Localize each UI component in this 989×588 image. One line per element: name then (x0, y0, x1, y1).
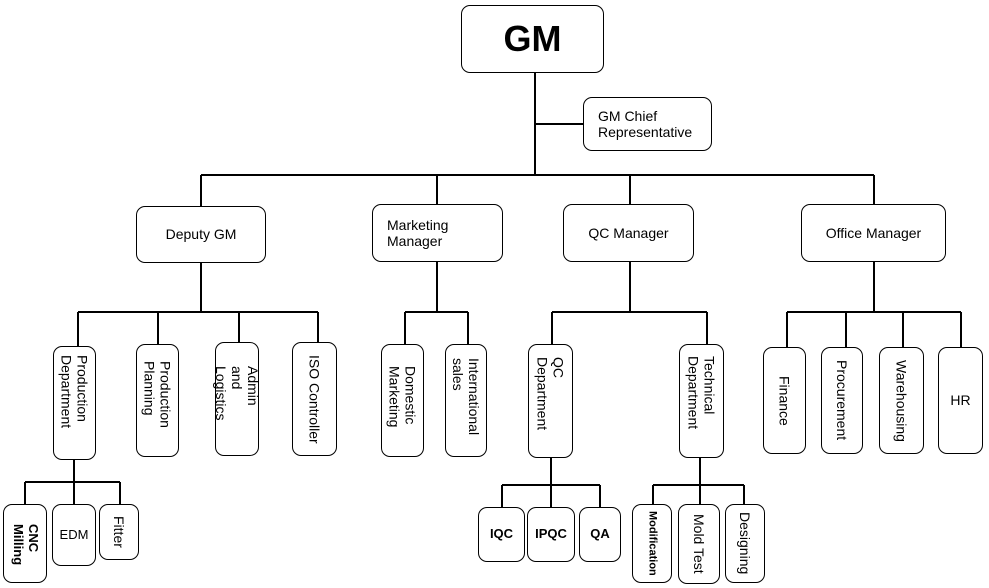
node-modification: Modification (632, 504, 672, 583)
node-procurement: Procurement (821, 347, 863, 454)
node-technical-department: Technical Department (679, 344, 724, 458)
node-qc-manager: QC Manager (563, 204, 694, 262)
node-finance: Finance (763, 347, 806, 454)
node-fitter-label: Fitter (111, 516, 128, 548)
node-iso-controller: ISO Controller (292, 342, 337, 456)
node-admin-and-logistics: Admin and Logistics (212, 342, 262, 456)
node-designing: Designing (725, 504, 765, 583)
node-qa: QA (579, 507, 621, 562)
node-marketing-manager: Marketing Manager (372, 204, 503, 262)
node-production-planning-label: Production Planning (141, 360, 174, 428)
node-international-sales-label: International sales (450, 357, 483, 435)
node-mold-test: Mold Test (678, 504, 720, 584)
node-deputy-gm: Deputy GM (136, 206, 266, 263)
node-iqc-label: IQC (489, 526, 514, 542)
node-deputy-gm-label: Deputy GM (165, 226, 237, 243)
node-office-manager-label: Office Manager (825, 224, 922, 241)
node-technical-department-label: Technical Department (685, 356, 718, 430)
node-domestic-marketing-label: Domestic Marketing (386, 365, 419, 427)
node-domestic-marketing: Domestic Marketing (381, 344, 424, 457)
node-iqc: IQC (478, 507, 525, 562)
node-finance-label: Finance (776, 375, 793, 426)
node-fitter: Fitter (99, 504, 139, 560)
node-procurement-label: Procurement (834, 360, 851, 441)
node-qc-department: QC Department (528, 344, 573, 458)
node-designing-label: Designing (737, 512, 754, 575)
node-qc-manager-label: QC Manager (588, 224, 669, 241)
node-cnc-milling: CNC Milling (3, 504, 47, 583)
node-mold-test-label: Mold Test (691, 514, 708, 574)
node-gm-chief-representative: GM Chief Representative (583, 97, 712, 151)
node-warehousing: Warehousing (879, 347, 924, 454)
node-marketing-manager-label: Marketing Manager (387, 216, 449, 249)
node-qc-department-label: QC Department (534, 357, 567, 431)
node-hr: HR (938, 347, 983, 454)
node-production-department-label: Production Department (58, 355, 91, 429)
node-production-department: Production Department (53, 346, 96, 460)
node-ipqc: IPQC (527, 507, 575, 562)
node-admin-and-logistics-label: Admin and Logistics (212, 366, 262, 421)
node-modification-label: Modification (646, 511, 659, 576)
node-gm: GM (461, 5, 604, 73)
node-gm-chief-representative-label: GM Chief Representative (598, 107, 693, 140)
node-warehousing-label: Warehousing (893, 359, 910, 442)
node-gm-label: GM (503, 18, 562, 60)
node-international-sales: International sales (445, 344, 487, 457)
node-edm-label: EDM (59, 526, 89, 542)
node-hr-label: HR (950, 392, 971, 409)
node-office-manager: Office Manager (801, 204, 946, 262)
node-edm: EDM (52, 504, 96, 566)
node-cnc-milling-label: CNC Milling (11, 523, 41, 565)
node-iso-controller-label: ISO Controller (306, 354, 323, 444)
node-production-planning: Production Planning (136, 344, 179, 457)
node-qa-label: QA (590, 526, 610, 542)
node-ipqc-label: IPQC (535, 526, 567, 542)
